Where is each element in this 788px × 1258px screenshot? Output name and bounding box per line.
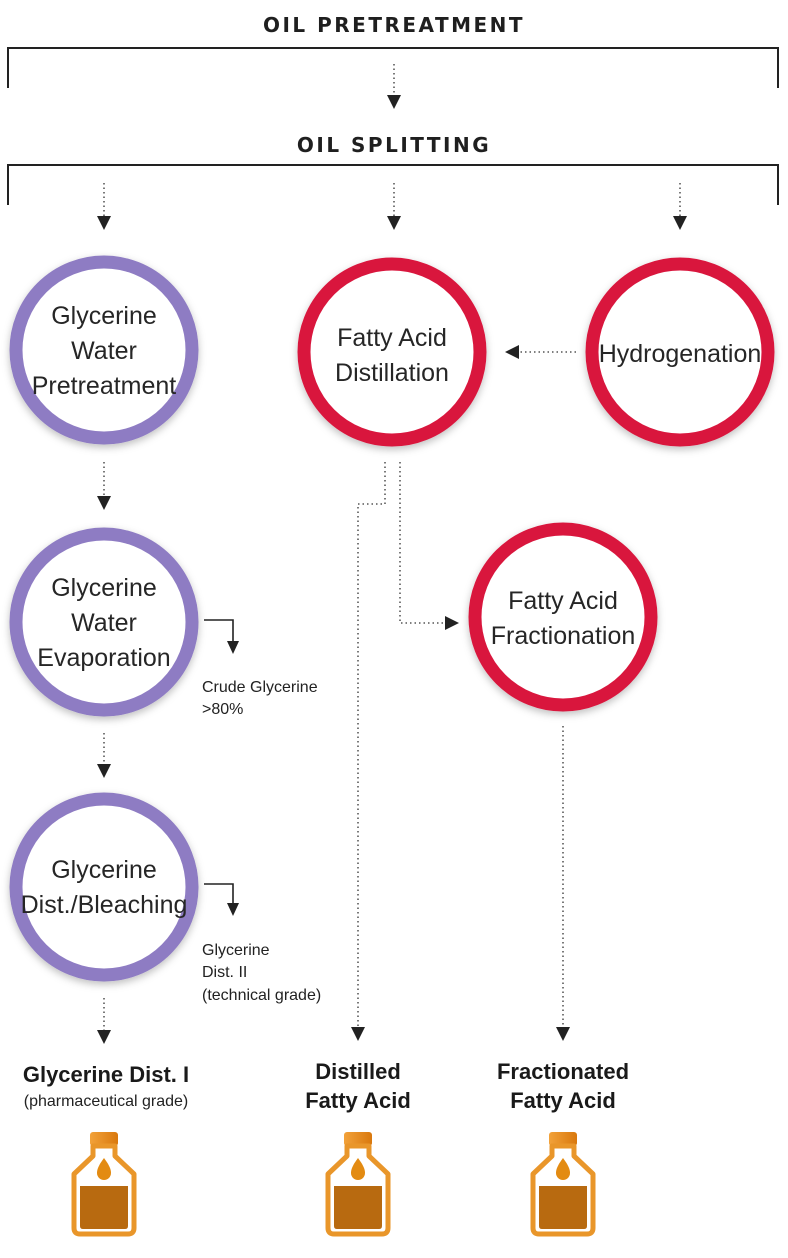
node-label: Water	[71, 609, 137, 637]
crude-glycerine-purity: >80%	[202, 701, 243, 718]
bottle-icon	[325, 1132, 391, 1237]
node-label: Fatty Acid	[508, 587, 618, 615]
arrowhead	[97, 1030, 111, 1044]
node-hydrogenation: Hydrogenation	[585, 257, 775, 447]
arrowhead	[97, 496, 111, 510]
bottle-icon	[530, 1132, 596, 1237]
product-title-glycerine-dist-1: Glycerine Dist. I	[23, 1062, 189, 1087]
node-label: Dist./Bleaching	[21, 891, 188, 919]
glycerine-dist-2-grade: (technical grade)	[202, 987, 321, 1004]
node-label: Water	[71, 337, 137, 365]
node-label: Glycerine	[51, 856, 157, 884]
crude-glycerine-label: Crude Glycerine	[202, 679, 318, 696]
arrowhead	[556, 1027, 570, 1041]
glycerine-dist-2-label: Glycerine	[202, 942, 270, 959]
product-title-fractionated-fatty-acid: Fatty Acid	[510, 1088, 616, 1113]
bottle-icon	[71, 1132, 137, 1237]
arrowhead	[673, 216, 687, 230]
arrowhead	[351, 1027, 365, 1041]
stage-title-oil-splitting: OIL SPLITTING	[297, 133, 491, 157]
node-label: Distillation	[335, 359, 449, 387]
arrowhead	[387, 216, 401, 230]
arrowhead	[227, 903, 239, 916]
node-label: Fractionation	[491, 622, 636, 650]
glycerine-dist-2-grade-line: Dist. II	[202, 964, 247, 981]
node-fatty-acid-fractionation: Fatty Acid Fractionation	[468, 522, 658, 712]
pretreatment-bracket	[7, 47, 779, 88]
arrow-evaporation-to-crude-glycerine	[204, 619, 234, 642]
node-label: Evaporation	[37, 644, 170, 672]
product-subtitle-pharmaceutical: (pharmaceutical grade)	[24, 1093, 189, 1110]
arrowhead	[445, 616, 459, 630]
node-label: Hydrogenation	[599, 340, 762, 368]
arrowhead	[505, 345, 519, 359]
node-fatty-acid-distillation: Fatty Acid Distillation	[297, 257, 487, 447]
arrowhead	[227, 641, 239, 654]
node-label: Glycerine	[51, 302, 157, 330]
arrowhead	[387, 95, 401, 109]
arrowhead	[97, 216, 111, 230]
product-title-distilled: Distilled	[315, 1059, 401, 1084]
node-label: Glycerine	[51, 574, 157, 602]
node-glycerine-dist-bleaching: Glycerine Dist./Bleaching	[9, 792, 199, 982]
splitting-bracket	[7, 164, 779, 205]
node-glycerine-water-evaporation: Glycerine Water Evaporation	[9, 527, 199, 717]
node-label: Pretreatment	[32, 372, 177, 400]
arrow-distillation-to-distilled-fatty-acid	[357, 462, 386, 1028]
arrow-bleaching-to-glycerine-dist-2	[204, 883, 234, 904]
product-title-distilled-fatty-acid: Fatty Acid	[305, 1088, 411, 1113]
stage-title-oil-pretreatment: OIL PRETREATMENT	[263, 13, 525, 37]
node-label: Fatty Acid	[337, 324, 447, 352]
arrowhead	[97, 764, 111, 778]
arrow-distillation-to-fractionation	[399, 462, 446, 624]
product-title-fractionated: Fractionated	[497, 1059, 629, 1084]
node-glycerine-water-pretreatment: Glycerine Water Pretreatment	[9, 255, 199, 445]
